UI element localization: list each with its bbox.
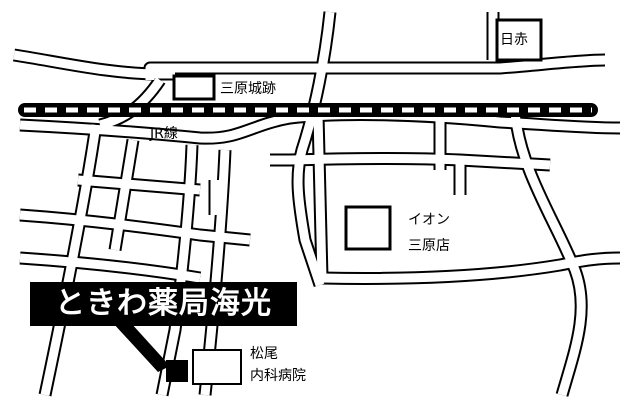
upper-main-road-fill [145,55,606,80]
aeon-label-line1: イオン [408,212,450,228]
lower-crossroad-fill [19,110,621,143]
clinic-label-line1: 松尾 [250,346,278,362]
pharmacy-leader [112,322,170,372]
clinic-building [192,349,242,385]
aeon-south-road-fill [321,253,621,283]
aeon-building [344,205,392,251]
mall-west-road-fill [313,114,327,279]
aeon-label-line2: 三原店 [408,238,450,254]
jr-line-label: JR線 [150,126,178,142]
clinic-label-line2: 内科病院 [250,368,306,384]
west-road-fill [19,210,251,245]
pharmacy-name-label: ときわ薬局海光 [30,282,297,326]
red-cross-label: 日赤 [500,32,528,48]
castle-ruins-building [172,74,216,101]
pharmacy-building [166,360,188,382]
north-avenue-fill [293,11,335,287]
mid-cross-road-fill [77,175,201,195]
river-road-fill [510,111,586,397]
mid-road-fill [270,154,551,170]
road-fills [13,11,621,397]
red-cross-building [495,18,543,62]
castle-ruins-label: 三原城跡 [220,81,276,97]
vertical-road-a-fill [40,124,101,396]
jr-railway [18,103,598,117]
vertical-road-b-fill [110,139,138,251]
